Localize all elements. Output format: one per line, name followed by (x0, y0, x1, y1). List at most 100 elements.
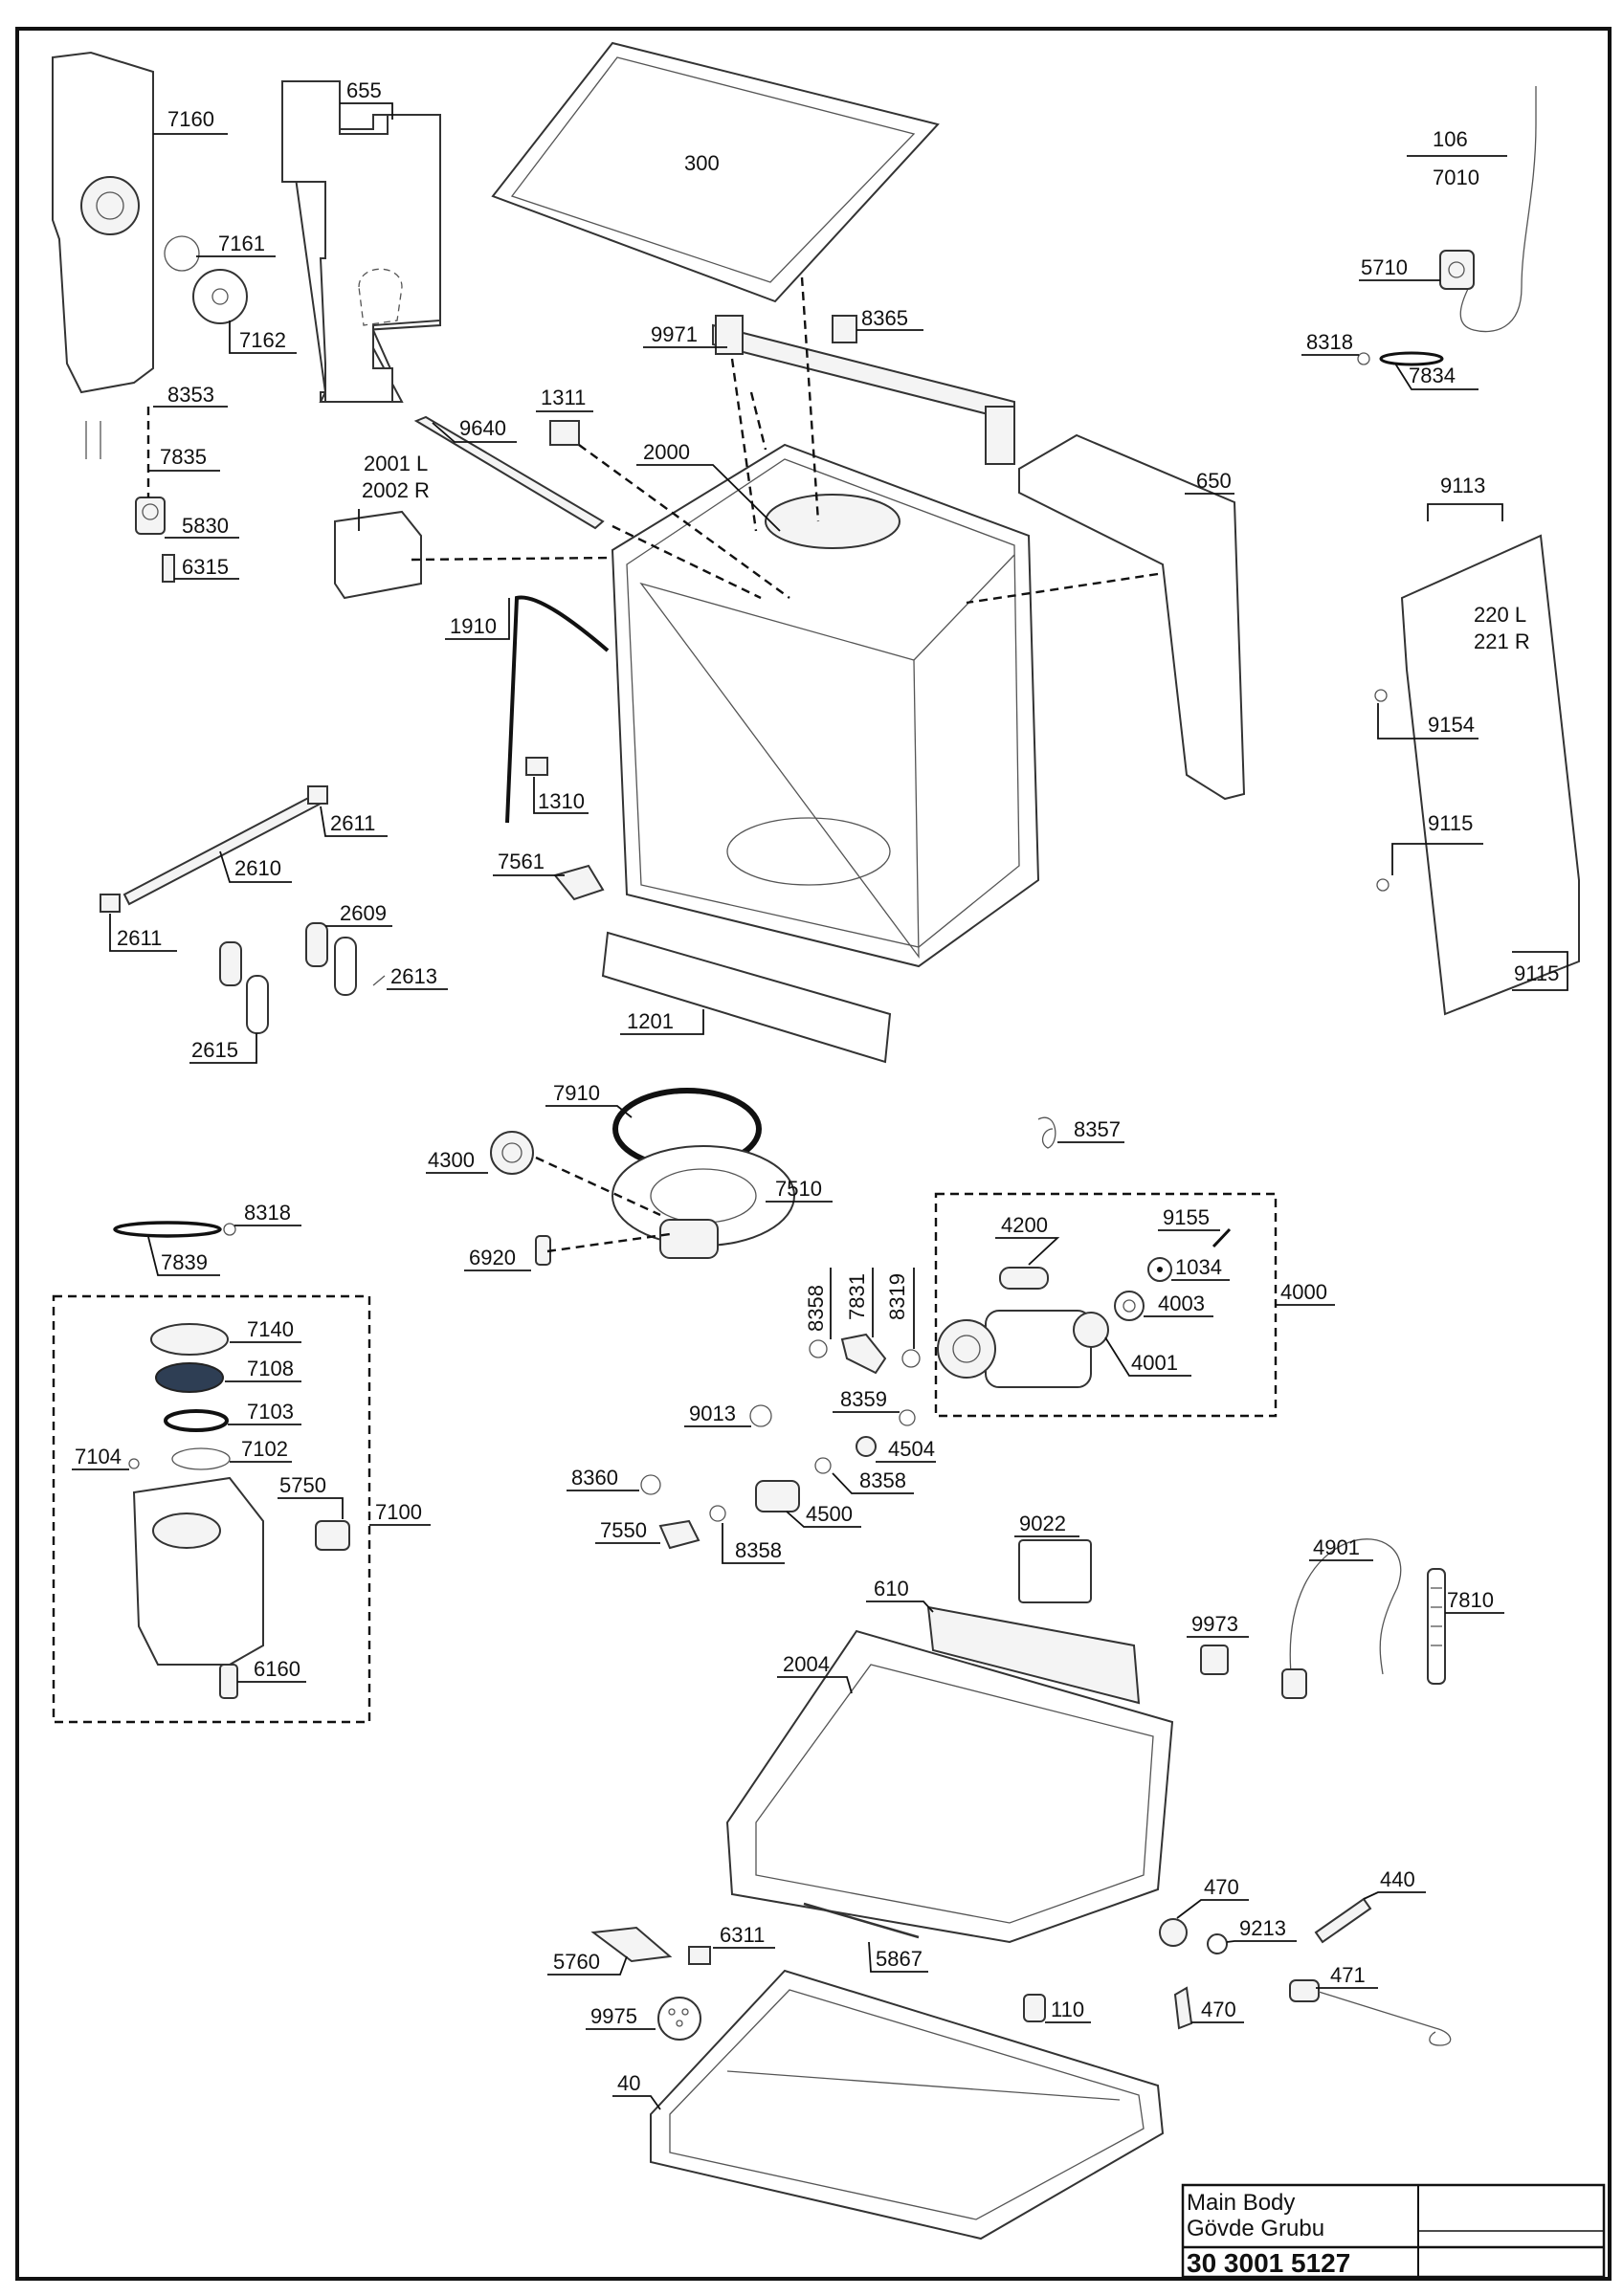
part-7108-drawing (155, 1362, 224, 1393)
label-1910: 1910 (450, 614, 497, 638)
part-7100-drawing (132, 1476, 264, 1666)
part-8358b-drawing (814, 1457, 832, 1474)
label-2611b: 2611 (117, 926, 162, 950)
label-7561: 7561 (498, 850, 545, 873)
label-5760: 5760 (553, 1950, 600, 1974)
part-2611a-drawing (307, 785, 328, 805)
label-470a: 470 (1204, 1875, 1239, 1899)
label-7161: 7161 (218, 232, 265, 255)
part-4901-drawing (1281, 1538, 1402, 1699)
label-40: 40 (617, 2071, 640, 2095)
label-106: 106 (1433, 127, 1468, 151)
label-4500: 4500 (806, 1502, 853, 1526)
label-7160: 7160 (167, 107, 214, 131)
part-9013-drawing (749, 1404, 772, 1427)
label-2610: 2610 (234, 856, 281, 880)
label-655: 655 (346, 78, 382, 102)
part-7160-drawing (52, 51, 154, 459)
label-7103: 7103 (247, 1400, 294, 1424)
label-4000: 4000 (1280, 1280, 1327, 1304)
part-5867-drawing (803, 1902, 920, 1939)
part-2004-drawing (725, 1629, 1174, 1944)
part-9022-drawing (1018, 1539, 1092, 1603)
part-300-drawing (491, 41, 940, 303)
label-7010: 7010 (1433, 166, 1479, 189)
label-7510: 7510 (775, 1177, 822, 1201)
part-7103-drawing (164, 1409, 229, 1432)
label-220: 220 L (1474, 603, 1526, 627)
label-2615: 2615 (191, 1038, 238, 1062)
label-7162: 7162 (239, 328, 286, 352)
label-4300: 4300 (428, 1148, 475, 1172)
label-471: 471 (1330, 1963, 1366, 1987)
label-650: 650 (1196, 469, 1232, 493)
label-9154: 9154 (1428, 713, 1475, 737)
label-8318a: 8318 (1306, 330, 1353, 354)
part-9975-drawing (657, 1997, 701, 2041)
part-650-drawing (1018, 433, 1246, 801)
group-7100-box (52, 1294, 371, 1724)
label-2613: 2613 (390, 964, 437, 988)
label-1311: 1311 (541, 386, 586, 409)
label-9975: 9975 (590, 2004, 637, 2028)
part-471-drawing (1289, 1979, 1452, 2046)
part-610-drawing (926, 1605, 1141, 1705)
part-7162-drawing (192, 269, 248, 324)
label-110: 110 (1051, 1998, 1084, 2021)
group-4000-box (934, 1192, 1278, 1418)
label-8365: 8365 (861, 306, 908, 330)
label-7140: 7140 (247, 1317, 294, 1341)
part-9973-drawing (1200, 1645, 1229, 1675)
part-8358a-drawing (809, 1339, 828, 1358)
title-block: Main Body Gövde Grubu 30 3001 5127 (1181, 2183, 1606, 2279)
part-655-cutout (358, 268, 403, 326)
label-1310: 1310 (538, 789, 585, 813)
part-8360-drawing (640, 1474, 661, 1495)
part-2615-drawing (219, 941, 269, 1034)
part-2613-drawing (372, 975, 386, 986)
label-9022: 9022 (1019, 1512, 1066, 1535)
label-9115b: 9115 (1514, 961, 1559, 985)
label-9640: 9640 (459, 416, 506, 440)
label-2002: 2002 R (362, 478, 430, 502)
label-7831: 7831 (845, 1273, 869, 1320)
label-4001: 4001 (1131, 1351, 1178, 1375)
label-9155: 9155 (1163, 1205, 1210, 1229)
label-2000: 2000 (643, 440, 690, 464)
label-8360: 8360 (571, 1466, 618, 1490)
labels: 7160 655 300 106 7010 7161 7162 8353 783… (72, 78, 1568, 2110)
part-6315-drawing (162, 554, 175, 583)
label-7104: 7104 (75, 1445, 122, 1468)
part-7831-drawing (840, 1333, 887, 1375)
part-7140-drawing (150, 1323, 229, 1356)
part-8365-drawing (832, 315, 857, 343)
part-1910-drawing (505, 595, 610, 824)
part-8318b-drawing (223, 1223, 236, 1236)
part-7161-drawing (164, 235, 200, 272)
label-7835: 7835 (160, 445, 207, 469)
part-7104-drawing (128, 1458, 140, 1469)
label-9213: 9213 (1239, 1916, 1286, 1940)
part-5710-drawing (1439, 250, 1475, 290)
part-2610-drawing (122, 792, 322, 906)
label-8358a: 8358 (804, 1285, 828, 1332)
label-4003: 4003 (1158, 1292, 1205, 1315)
label-8353: 8353 (167, 383, 214, 407)
label-8359: 8359 (840, 1387, 887, 1411)
part-2611b-drawing (100, 894, 121, 913)
label-9013: 9013 (689, 1402, 736, 1425)
part-8318a-drawing (1357, 352, 1370, 365)
label-9113: 9113 (1440, 474, 1485, 497)
label-7839: 7839 (161, 1250, 208, 1274)
label-8319: 8319 (885, 1273, 909, 1320)
part-110-drawing (1023, 1994, 1046, 2022)
part-9115-drawing (1376, 878, 1390, 892)
part-5750-drawing (315, 1520, 350, 1551)
label-2001: 2001 L (364, 452, 428, 475)
part-7810-drawing (1427, 1568, 1446, 1685)
part-9213-drawing (1207, 1933, 1228, 1954)
label-7910: 7910 (553, 1081, 600, 1105)
part-1201-drawing (601, 931, 892, 1064)
label-7102: 7102 (241, 1437, 288, 1461)
